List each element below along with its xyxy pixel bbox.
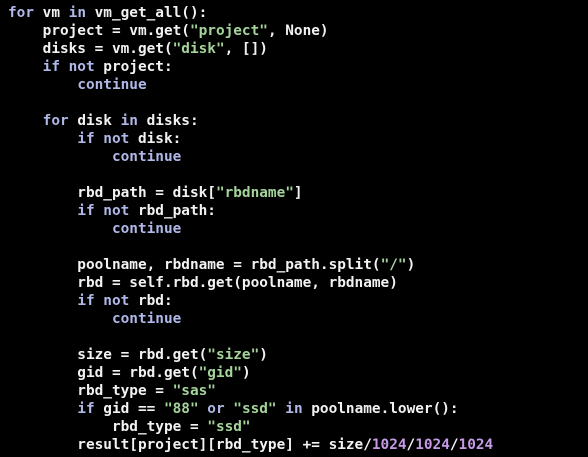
code-token: rbd_path = disk[ bbox=[8, 185, 216, 201]
code-token bbox=[8, 77, 77, 93]
string-token: "disk" bbox=[172, 41, 225, 57]
keyword-token: if bbox=[77, 401, 95, 417]
code-token bbox=[8, 149, 112, 165]
code-token: , None) bbox=[267, 23, 329, 39]
code-line: rbd = self.rbd.get(poolname, rbdname) bbox=[8, 274, 588, 292]
code-token: ) bbox=[406, 257, 416, 273]
keyword-token: continue bbox=[77, 77, 147, 93]
string-token: "ssd" bbox=[207, 419, 251, 435]
string-token: "ssd" bbox=[233, 401, 277, 417]
code-token: rbd: bbox=[129, 293, 173, 309]
keyword-token: for bbox=[8, 5, 34, 21]
keyword-token: in bbox=[120, 113, 138, 129]
keyword-token: continue bbox=[111, 149, 182, 165]
code-token bbox=[8, 221, 112, 237]
code-token: disks = vm.get( bbox=[8, 41, 173, 57]
code-token: disk: bbox=[129, 131, 182, 147]
code-line: gid = rbd.get("gid") bbox=[8, 364, 588, 382]
code-line: project = vm.get("project", None) bbox=[8, 22, 588, 40]
code-token: rbd = self.rbd.get(poolname, rbdname) bbox=[8, 275, 398, 291]
code-token: disk bbox=[68, 113, 121, 129]
string-token: "project" bbox=[189, 23, 268, 39]
code-token: rbd_path: bbox=[129, 203, 216, 219]
number-token: 1024 bbox=[371, 437, 407, 453]
code-token bbox=[8, 113, 43, 129]
code-line: result[project][rbd_type] += size/1024/1… bbox=[8, 436, 588, 454]
code-line: if not rbd_path: bbox=[8, 202, 588, 220]
keyword-token: if not bbox=[77, 203, 130, 219]
keyword-token: if not bbox=[77, 293, 130, 309]
string-token: "/" bbox=[380, 257, 407, 273]
keyword-token: continue bbox=[111, 311, 182, 327]
code-line: continue bbox=[8, 76, 588, 94]
code-token: vm_get_all(): bbox=[85, 5, 208, 21]
string-token: "sas" bbox=[172, 383, 216, 399]
code-token bbox=[8, 401, 77, 417]
code-token bbox=[8, 293, 77, 309]
code-line bbox=[8, 328, 588, 346]
keyword-token: or bbox=[207, 401, 225, 417]
number-token: 1024 bbox=[415, 437, 450, 453]
string-token: "gid" bbox=[198, 365, 242, 381]
code-line: rbd_path = disk["rbdname"] bbox=[8, 184, 588, 202]
code-line: poolname, rbdname = rbd_path.split("/") bbox=[8, 256, 588, 274]
code-line bbox=[8, 94, 588, 112]
code-line: if not disk: bbox=[8, 130, 588, 148]
code-token bbox=[8, 131, 77, 147]
code-token: result[project][rbd_type] += size/ bbox=[8, 437, 372, 453]
code-line: if not rbd: bbox=[8, 292, 588, 310]
code-line: continue bbox=[8, 310, 588, 328]
keyword-token: in bbox=[68, 5, 86, 21]
code-line: continue bbox=[8, 220, 588, 238]
code-line: continue bbox=[8, 148, 588, 166]
code-token: ] bbox=[293, 185, 303, 201]
code-token: / bbox=[406, 437, 416, 453]
code-token: gid = rbd.get( bbox=[8, 365, 199, 381]
code-line: rbd_type = "sas" bbox=[8, 382, 588, 400]
code-token: ) bbox=[241, 365, 251, 381]
keyword-token: for bbox=[42, 113, 69, 129]
code-token bbox=[8, 311, 112, 327]
code-token: rbd_type = bbox=[8, 383, 173, 399]
code-line bbox=[8, 238, 588, 256]
code-token bbox=[199, 401, 208, 417]
string-token: "rbdname" bbox=[215, 185, 294, 201]
code-token: / bbox=[449, 437, 459, 453]
code-line: for vm in vm_get_all(): bbox=[8, 4, 588, 22]
code-line: disks = vm.get("disk", []) bbox=[8, 40, 588, 58]
keyword-token: if not bbox=[77, 131, 130, 147]
code-token: project = vm.get( bbox=[8, 23, 190, 39]
code-token: rbd_type = bbox=[8, 419, 208, 435]
code-token: , []) bbox=[224, 41, 268, 57]
code-token: size = rbd.get( bbox=[8, 347, 208, 363]
keyword-token: if not bbox=[42, 59, 95, 75]
code-token: poolname, rbdname = rbd_path.split( bbox=[8, 257, 381, 273]
code-token bbox=[8, 203, 77, 219]
code-line bbox=[8, 166, 588, 184]
string-token: "88" bbox=[163, 401, 199, 417]
code-line: size = rbd.get("size") bbox=[8, 346, 588, 364]
code-token: project: bbox=[94, 59, 173, 75]
code-token: vm bbox=[34, 5, 69, 21]
keyword-token: in bbox=[285, 401, 303, 417]
code-token bbox=[225, 401, 234, 417]
number-token: 1024 bbox=[458, 437, 494, 453]
code-token: gid == bbox=[94, 401, 164, 417]
code-token bbox=[8, 59, 43, 75]
string-token: "size" bbox=[207, 347, 260, 363]
code-token: poolname.lower(): bbox=[302, 401, 459, 417]
code-token: disks: bbox=[137, 113, 199, 129]
keyword-token: continue bbox=[111, 221, 182, 237]
code-line: if gid == "88" or "ssd" in poolname.lowe… bbox=[8, 400, 588, 418]
code-line: for disk in disks: bbox=[8, 112, 588, 130]
code-token bbox=[277, 401, 286, 417]
code-line: rbd_type = "ssd" bbox=[8, 418, 588, 436]
code-line: if not project: bbox=[8, 58, 588, 76]
code-token: ) bbox=[259, 347, 268, 363]
